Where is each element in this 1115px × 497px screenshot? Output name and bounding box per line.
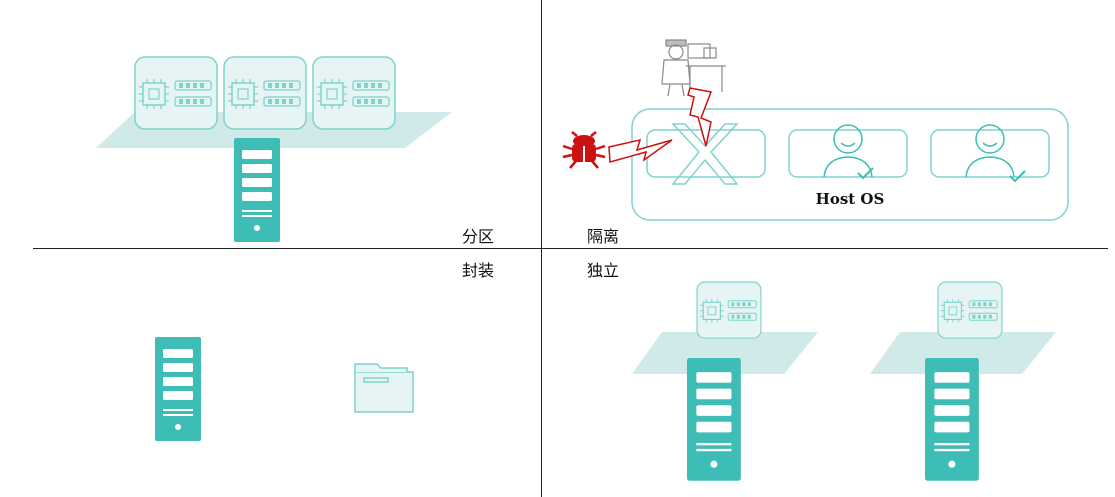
independence-label: 独立 [587, 261, 620, 280]
partition-diagram [96, 56, 452, 242]
server-icon [234, 138, 280, 242]
server-icon [155, 337, 201, 441]
hacker-workstation-icon [661, 39, 726, 97]
hypervisor-plane [632, 332, 818, 374]
encapsulation-label: 封装 [462, 261, 495, 280]
host-os-label: Host OS [815, 190, 885, 208]
encapsulation-diagram [155, 337, 414, 441]
virus-bug-icon [562, 131, 606, 169]
horizontal-divider [33, 248, 1108, 249]
vm-card-icon [696, 281, 762, 339]
vm-slot-safe [788, 129, 908, 178]
vm-slot-safe [930, 129, 1050, 178]
isolation-label: 隔离 [587, 227, 620, 246]
hypervisor-plane [870, 332, 1056, 374]
vm-card-icon [312, 56, 396, 130]
vm-card-icon [134, 56, 218, 130]
independence-diagram [632, 281, 1056, 481]
vertical-divider [541, 0, 542, 497]
folder-icon [354, 363, 414, 413]
isolation-diagram [562, 39, 1069, 221]
partition-label: 分区 [462, 227, 495, 246]
server-icon [687, 358, 741, 481]
user-check-icon [965, 124, 1026, 183]
lightning-attack-icon [687, 87, 713, 147]
user-check-icon [823, 124, 874, 180]
host-os-frame [631, 108, 1069, 221]
server-icon [925, 358, 979, 481]
lightning-attack-icon [608, 138, 673, 163]
vm-card-icon [223, 56, 307, 130]
vm-card-icon [937, 281, 1003, 339]
cross-blocked-icon [671, 123, 739, 185]
